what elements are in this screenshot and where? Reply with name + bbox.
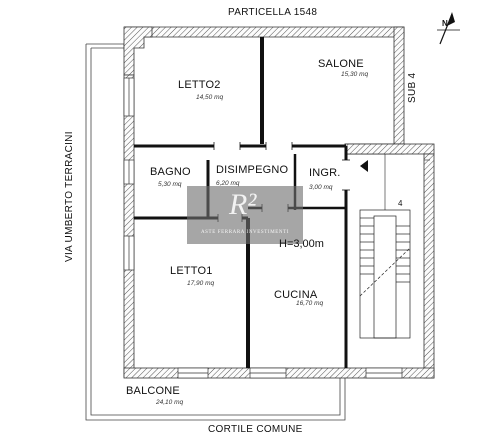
- north-arrow-icon: [437, 12, 460, 45]
- room-area-letto1: 17,90 mq: [187, 280, 215, 287]
- room-area-balcone: 24,10 mq: [156, 399, 184, 406]
- room-name-cucina: CUCINA: [274, 289, 318, 301]
- courtyard-label: CORTILE COMUNE: [208, 424, 303, 435]
- room-area-bagno: 5,30 mq: [158, 181, 182, 188]
- parcel-label: PARTICELLA 1548: [228, 7, 318, 18]
- left-wall-windows: [123, 77, 135, 271]
- ceiling-height: H=3,00m: [279, 238, 324, 250]
- north-arrow-letter: N: [442, 19, 448, 28]
- stair-number: 4: [398, 199, 403, 208]
- room-name-disimpegno: DISIMPEGNO: [216, 164, 289, 176]
- entrance-arrow-icon: [360, 160, 368, 172]
- room-name-letto2: LETTO2: [178, 79, 221, 91]
- room-name-salone: SALONE: [318, 58, 364, 70]
- street-label: VIA UMBERTO TERRACINI: [64, 131, 75, 262]
- room-area-cucina: 16,70 mq: [296, 300, 324, 307]
- watermark-logo: R²: [229, 188, 257, 221]
- neighbor-label: SUB 4: [407, 72, 418, 103]
- room-area-letto2: 14,50 mq: [196, 94, 224, 101]
- room-area-salone: 15,30 mq: [341, 71, 369, 78]
- watermark-text: ASTE FERRARA INVESTIMENTI: [200, 230, 290, 235]
- room-name-ingresso: INGR.: [309, 167, 341, 179]
- room-area-disimpegno: 6,20 mq: [216, 180, 240, 187]
- staircase: [359, 154, 430, 339]
- room-area-ingresso: 3,00 mq: [309, 184, 333, 191]
- room-name-balcone: BALCONE: [126, 385, 180, 397]
- room-name-letto1: LETTO1: [170, 265, 213, 277]
- watermark: R² ASTE FERRARA INVESTIMENTI: [187, 186, 303, 244]
- bottom-wall-windows: [177, 367, 403, 379]
- room-name-bagno: BAGNO: [150, 166, 191, 178]
